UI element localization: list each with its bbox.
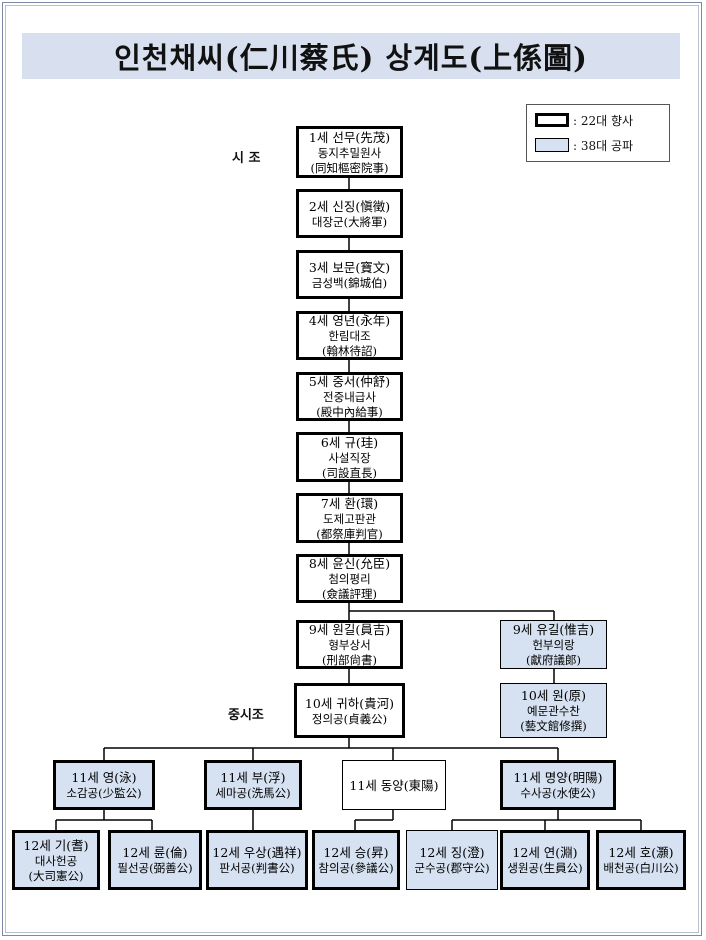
legend-swatch-blue xyxy=(535,138,569,152)
node-line: 11세 영(泳) xyxy=(71,770,137,785)
legend: : 22대 향사 : 38대 공파 xyxy=(526,104,670,162)
node-line: 필선공(弼善公) xyxy=(117,861,193,875)
node-line: 11세 명양(明陽) xyxy=(513,770,603,785)
node-line: 12세 승(昇) xyxy=(323,845,389,860)
node-line: 5세 중서(仲舒) xyxy=(308,374,391,389)
node-line: 7세 환(環) xyxy=(320,495,379,511)
node-line: 8세 윤신(允臣) xyxy=(308,556,391,571)
node-line: 11세 동양(東陽) xyxy=(349,777,439,793)
node-line: (殿中內給事) xyxy=(316,405,383,419)
node-line: 한림대조 xyxy=(328,329,371,343)
node-line: 10세 원(原) xyxy=(520,688,587,703)
node-line: (大司憲公) xyxy=(28,868,84,883)
node-line: 첨의평리 xyxy=(328,572,371,586)
node-line: (同知樞密院事) xyxy=(310,160,389,175)
node-line: (司設直長) xyxy=(322,465,377,480)
node-line: (都祭庫判官) xyxy=(316,526,383,541)
node-gen4-yeongnyeon[interactable]: 4세 영년(永年) 한림대조 (翰林待詔) xyxy=(296,311,403,360)
node-line: 9세 유길(惟吉) xyxy=(512,622,595,637)
node-gen7-hwan[interactable]: 7세 환(環) 도제고판관 (都祭庫判官) xyxy=(296,493,403,543)
node-line: 12세 연(淵) xyxy=(512,845,578,860)
node-line: (獻府議郞) xyxy=(526,653,581,667)
node-gen11-dongyang[interactable]: 11세 동양(東陽) xyxy=(342,760,446,810)
node-gen9-yugil[interactable]: 9세 유길(惟吉) 헌부의랑 (獻府議郞) xyxy=(500,620,607,669)
node-line: 2세 신징(愼徵) xyxy=(308,198,391,214)
node-gen12-yeon[interactable]: 12세 연(淵) 생원공(生員公) xyxy=(500,830,590,890)
legend-label: : 22대 향사 xyxy=(573,113,634,128)
node-line: 12세 우상(遇祥) xyxy=(212,845,302,860)
node-line: 금성백(錦城伯) xyxy=(311,275,388,290)
node-line: 대사헌공 xyxy=(34,853,78,868)
node-line: 헌부의랑 xyxy=(532,638,575,652)
node-line: (藝文館修撰) xyxy=(520,719,587,733)
node-gen12-usang[interactable]: 12세 우상(遇祥) 판서공(判書公) xyxy=(206,830,308,890)
node-line: 소감공(少監公) xyxy=(66,786,142,800)
node-line: 11세 부(浮) xyxy=(220,770,286,785)
legend-swatch-bold xyxy=(535,113,569,127)
node-line: 전중내급사 xyxy=(323,390,376,404)
node-line: 1세 선무(先茂) xyxy=(308,129,391,145)
node-gen5-jungseo[interactable]: 5세 중서(仲舒) 전중내급사 (殿中內給事) xyxy=(296,372,403,421)
node-line: 대장군(大將軍) xyxy=(311,214,388,229)
node-gen11-yeong[interactable]: 11세 영(泳) 소감공(少監公) xyxy=(53,760,155,810)
node-line: (刑部尙書) xyxy=(322,653,377,667)
node-gen12-seung[interactable]: 12세 승(昇) 참의공(參議公) xyxy=(312,830,400,890)
node-gen1-seonmu[interactable]: 1세 선무(先茂) 동지추밀원사 (同知樞密院事) xyxy=(296,126,403,178)
page-title: 인천채씨(仁川蔡氏) 상계도(上係圖) xyxy=(22,33,680,79)
jungsijo-label: 중시조 xyxy=(228,708,264,723)
node-line: 도제고판관 xyxy=(323,511,376,526)
node-line: 정의공(貞義公) xyxy=(311,711,388,726)
node-line: 배천공(白川公) xyxy=(603,861,679,875)
node-gen12-ho[interactable]: 12세 호(灝) 배천공(白川公) xyxy=(596,830,686,890)
node-line: 12세 호(灝) xyxy=(608,845,674,860)
node-gen9-wongil[interactable]: 9세 원길(員吉) 형부상서 (刑部尙書) xyxy=(296,620,403,669)
sijo-label: 시 조 xyxy=(232,151,261,166)
node-line: 12세 기(耆) xyxy=(23,837,89,853)
legend-label: : 38대 공파 xyxy=(573,138,634,153)
node-line: 생원공(生員公) xyxy=(507,861,583,875)
node-gen11-bu[interactable]: 11세 부(浮) 세마공(洗馬公) xyxy=(204,760,302,810)
node-line: 판서공(判書公) xyxy=(219,861,295,875)
node-line: 4세 영년(永年) xyxy=(308,313,391,328)
node-line: 동지추밀원사 xyxy=(317,145,382,160)
node-line: 6세 규(珪) xyxy=(320,434,379,450)
node-gen12-gi[interactable]: 12세 기(耆) 대사헌공 (大司憲公) xyxy=(12,830,100,890)
legend-item-gongpa: : 38대 공파 xyxy=(535,136,633,154)
node-line: (翰林待詔) xyxy=(322,344,377,358)
node-line: 형부상서 xyxy=(328,638,371,652)
node-line: (僉議評理) xyxy=(322,587,377,601)
node-line: 군수공(郡守公) xyxy=(414,861,490,875)
node-line: 9세 원길(員吉) xyxy=(308,622,391,637)
node-gen11-myeongyang[interactable]: 11세 명양(明陽) 수사공(水使公) xyxy=(500,760,616,810)
page-frame-inner xyxy=(5,5,699,933)
node-line: 3세 보문(寶文) xyxy=(308,259,391,275)
node-line: 수사공(水使公) xyxy=(520,786,596,800)
node-gen6-gyu[interactable]: 6세 규(珪) 사설직장 (司設直長) xyxy=(296,432,403,482)
node-gen10-won[interactable]: 10세 원(原) 예문관수찬 (藝文館修撰) xyxy=(500,683,607,738)
node-line: 참의공(參議公) xyxy=(318,861,394,875)
node-gen12-jing[interactable]: 12세 징(澄) 군수공(郡守公) xyxy=(406,830,498,890)
node-line: 10세 귀하(貴河) xyxy=(304,695,395,711)
legend-item-hyangsa: : 22대 향사 xyxy=(535,111,633,129)
node-line: 세마공(洗馬公) xyxy=(215,786,291,800)
node-gen12-ryun[interactable]: 12세 륜(倫) 필선공(弼善公) xyxy=(108,830,202,890)
node-line: 사설직장 xyxy=(328,450,371,465)
node-gen3-bomun[interactable]: 3세 보문(寶文) 금성백(錦城伯) xyxy=(296,250,403,299)
node-gen2-sinjing[interactable]: 2세 신징(愼徵) 대장군(大將軍) xyxy=(296,189,403,238)
node-line: 12세 륜(倫) xyxy=(122,845,188,860)
node-gen8-yunsin[interactable]: 8세 윤신(允臣) 첨의평리 (僉議評理) xyxy=(296,554,403,603)
node-gen10-gwiha[interactable]: 10세 귀하(貴河) 정의공(貞義公) xyxy=(294,683,405,738)
node-line: 예문관수찬 xyxy=(527,704,580,718)
node-line: 12세 징(澄) xyxy=(419,845,485,860)
